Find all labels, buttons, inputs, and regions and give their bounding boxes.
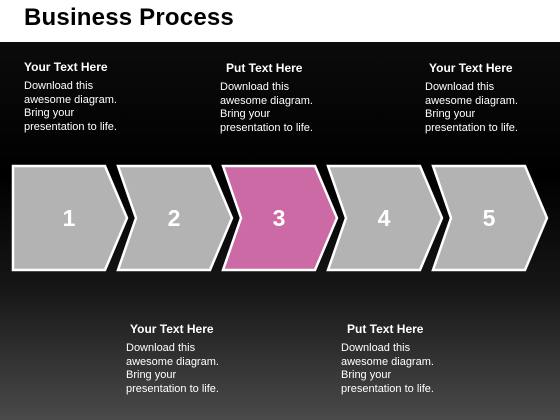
process-step-3-reflection [223,274,337,378]
top-text-3: Your Text Here Download this awesome dia… [425,61,518,135]
page-title: Business Process [24,4,234,31]
process-step-2 [116,164,234,272]
top-text-2: Put Text Here Download this awesome diag… [220,61,313,135]
top-text-2-heading: Put Text Here [226,61,303,75]
bottom-text-2-body: Download this awesome diagram. Bring you… [341,342,434,395]
bottom-text-2-heading: Put Text Here [347,322,424,336]
process-step-2-reflection [118,274,232,378]
process-step-1 [11,164,129,272]
process-step-5 [431,164,549,272]
process-step-5-number: 5 [483,205,496,231]
top-text-3-body: Download this awesome diagram. Bring you… [425,81,518,134]
top-text-1-heading: Your Text Here [24,60,108,74]
process-step-4-number: 4 [378,205,391,231]
bottom-text-1: Your Text Here Download this awesome dia… [126,322,219,396]
bottom-text-1-heading: Your Text Here [130,322,214,336]
process-step-5-reflection [433,274,547,378]
bottom-text-1-body: Download this awesome diagram. Bring you… [126,342,219,395]
top-text-3-heading: Your Text Here [429,61,513,75]
title-bar: Business Process [0,0,560,42]
top-text-1-body: Download this awesome diagram. Bring you… [24,80,117,133]
process-step-2-number: 2 [168,205,181,231]
arrows-reflection [13,274,547,378]
top-text-1: Your Text Here Download this awesome dia… [24,60,117,134]
process-step-3 [221,164,339,272]
process-step-3-number: 3 [273,205,286,231]
process-step-4 [326,164,444,272]
bottom-text-2: Put Text Here Download this awesome diag… [341,322,434,396]
top-text-2-body: Download this awesome diagram. Bring you… [220,81,313,134]
process-step-4-reflection [328,274,442,378]
process-step-1-number: 1 [63,205,76,231]
process-step-1-reflection [13,274,127,378]
